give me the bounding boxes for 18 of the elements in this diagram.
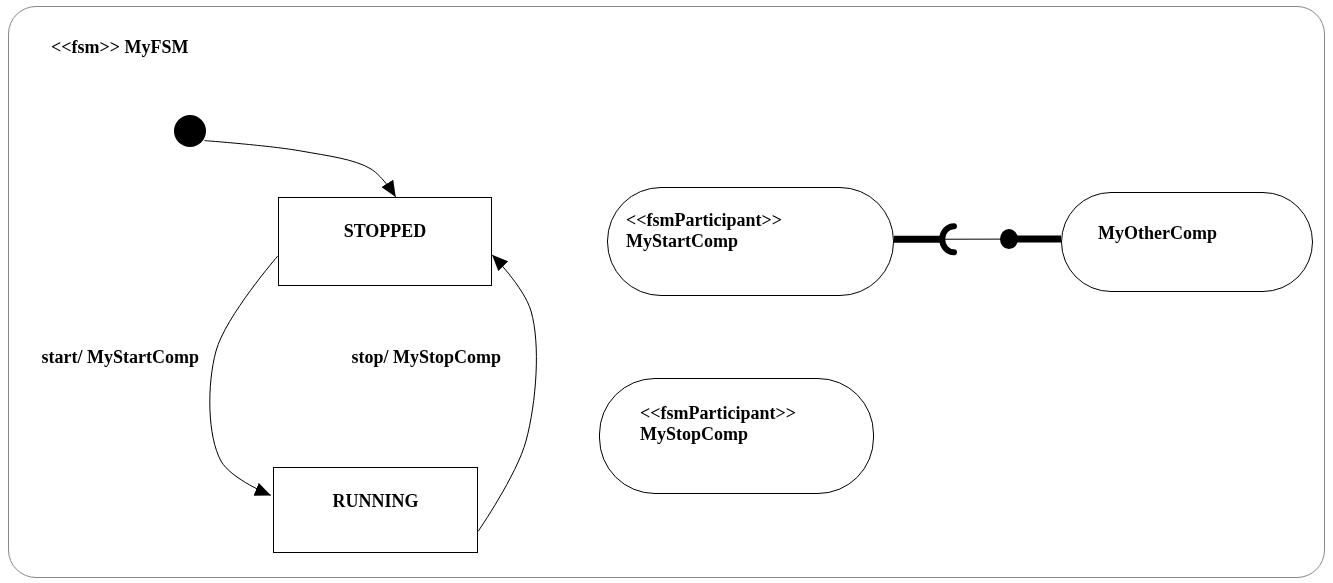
state-box: [273, 467, 478, 553]
state-box: [278, 197, 492, 286]
initial-state-dot: [174, 115, 206, 147]
component-name: MyOtherComp: [1098, 223, 1217, 244]
state-name: RUNNING: [332, 491, 419, 512]
component-name: MyStartComp: [626, 231, 738, 252]
transition-arrow: [477, 254, 537, 532]
transition-arrow: [209, 255, 279, 496]
component-box: [599, 378, 874, 494]
stereotype-label: <<fsmParticipant>>: [626, 210, 782, 231]
frame-title: <<fsm>> MyFSM: [51, 37, 189, 58]
interface-connector: [891, 223, 1062, 256]
stereotype-label: <<fsmParticipant>>: [640, 403, 796, 424]
fsm-frame: [8, 6, 1325, 578]
component-name: MyStopComp: [640, 424, 748, 445]
component-box: [607, 187, 894, 296]
state-name: STOPPED: [343, 221, 427, 242]
transition-arrow: [203, 140, 397, 198]
